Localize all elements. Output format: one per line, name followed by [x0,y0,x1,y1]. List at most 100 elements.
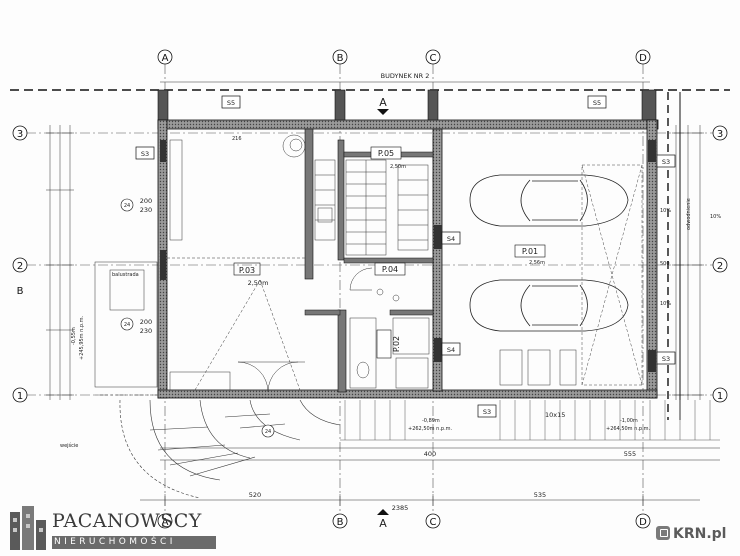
stair-markers-left: 24 24 200 230 200 230 [120,197,152,335]
note-drainage: odwodnienie [686,198,692,230]
entrance-label: wejście [60,442,78,449]
column-s4-top [434,225,442,249]
column-s3-right-top [648,140,656,162]
axis-bubbles-top: A B C D [157,49,651,65]
car-bottom [469,279,629,332]
section-tag-s3-bottom: S3 [483,408,491,416]
section-tag-s3-left: S3 [141,150,149,158]
axis-label-d-bottom: D [639,517,647,528]
building-label: BUDYNEK NR 2 [381,72,430,80]
stair-count-1: 200 [140,197,152,205]
room-p03-area: 2,50m [248,279,269,287]
room-p04-box [374,262,406,276]
section-tag-s5-left: S5 [227,99,235,107]
axis-label-1-right: 1 [717,391,723,402]
wall-stub-left [157,89,169,121]
axis-label-3-right: 3 [717,129,723,140]
room-p03-drawing [167,257,305,393]
curved-entrance-stairs [119,399,341,499]
bathroom-p02 [349,317,430,389]
dim-label-total: 2385 [392,504,409,512]
room-p04-drawing [349,267,400,302]
dim-label-bottom-left: 520 [249,491,261,499]
axis-label-a-top: A [162,53,169,64]
stair-count-2b: 230 [140,327,152,335]
garage-p01 [469,164,643,386]
room-p01-id: P.01 [522,247,538,256]
column-s4-bottom [434,338,442,362]
axis-label-d-top: D [639,53,647,64]
axis-label-3: 3 [17,129,23,140]
elevation-bottom-left: -0,89m [422,418,440,424]
room-p03-box [233,262,261,276]
interior-wall-4 [343,257,434,264]
elevation-bottom-right: -1,00m [620,418,638,424]
axis-label-1: 1 [17,391,23,402]
axis-bubbles-right: 3 2 1 [712,125,728,403]
car-top [469,174,629,227]
room-p04-id: P.04 [382,265,398,274]
interior-wall-3 [337,309,347,393]
bottom-wall [157,389,658,399]
axis-label-b-top: B [337,53,344,64]
interior-wall-6 [304,309,341,316]
brand-name: PACANOWSCY [52,510,202,532]
section-arrow-top [377,109,389,115]
entrance-marker-label: 24 [265,429,271,435]
room-p03-id: P.03 [239,266,255,275]
column-s3-right-bottom [648,350,656,372]
section-tag-s3-right-top: S3 [662,158,670,166]
wall-stub-mid [334,89,346,121]
paving-label: 10x15 [545,411,565,419]
axis-bubbles-bottom: A B C D [157,513,651,529]
top-wall [157,119,659,130]
stove-icon [317,207,333,223]
entrance-marker [261,424,275,438]
dim-right-500: 500 [660,261,670,267]
staircase-p05 [345,159,429,256]
interior-wall-1 [304,128,314,280]
column-axis-lines [164,64,644,512]
axis-label-2-right: 2 [717,261,723,272]
slope-3: 10% [710,214,721,220]
room-p01-area: 2,56m [529,260,545,266]
left-dimension-chain [46,125,74,400]
axis-label-b-bottom: B [337,517,344,528]
krn-watermark-text: KRN.pl [673,526,727,542]
dim-label-bottom-right: 535 [534,491,546,499]
bottom-dimension-chain [140,447,720,506]
stair-count-2: 200 [140,318,152,326]
dim-top-216: 216 [232,136,242,142]
axis-label-2: 2 [17,261,23,272]
room-p02-box [376,329,392,359]
room-p02-id: P.02 [392,336,401,352]
krn-logo-icon [656,526,670,540]
dim-label-400: 400 [424,450,436,458]
elevation-bottom-left-abs: +262,50m n.p.m. [408,426,453,432]
axis-label-row-b: B [17,286,24,297]
slope-1: 10% [660,208,671,214]
section-tag-s5-right: S5 [593,99,601,107]
krn-watermark: KRN.pl [656,526,726,542]
elevation-left-abs: +245,95m n.p.m. [79,315,85,360]
elevation-bottom-right-abs: +264,50m n.p.m. [606,426,651,432]
room-p05-area: 2,50m [390,164,406,170]
kitchen-area [169,134,336,241]
interior-wall-2 [337,139,345,261]
brand-logo: PACANOWSCY NIERUCHOMOŚCI [6,506,216,552]
section-tag-s4-top: S4 [447,235,455,243]
note-balustrade: balustrada [112,272,139,278]
row-axis-lines [26,132,716,396]
bottom-paving [340,400,720,441]
dim-label-555: 555 [624,450,636,458]
room-p01-box [514,244,546,258]
right-dimension-chain [672,125,704,400]
section-arrow-bottom [377,509,389,515]
elevation-left: -0,55m [71,327,77,345]
stair-count-1b: 230 [140,206,152,214]
wall-stub-right [641,89,657,121]
left-terrace [94,261,158,396]
stair-marker-2: 24 [124,322,130,328]
wall-stub-mid2 [427,89,439,121]
